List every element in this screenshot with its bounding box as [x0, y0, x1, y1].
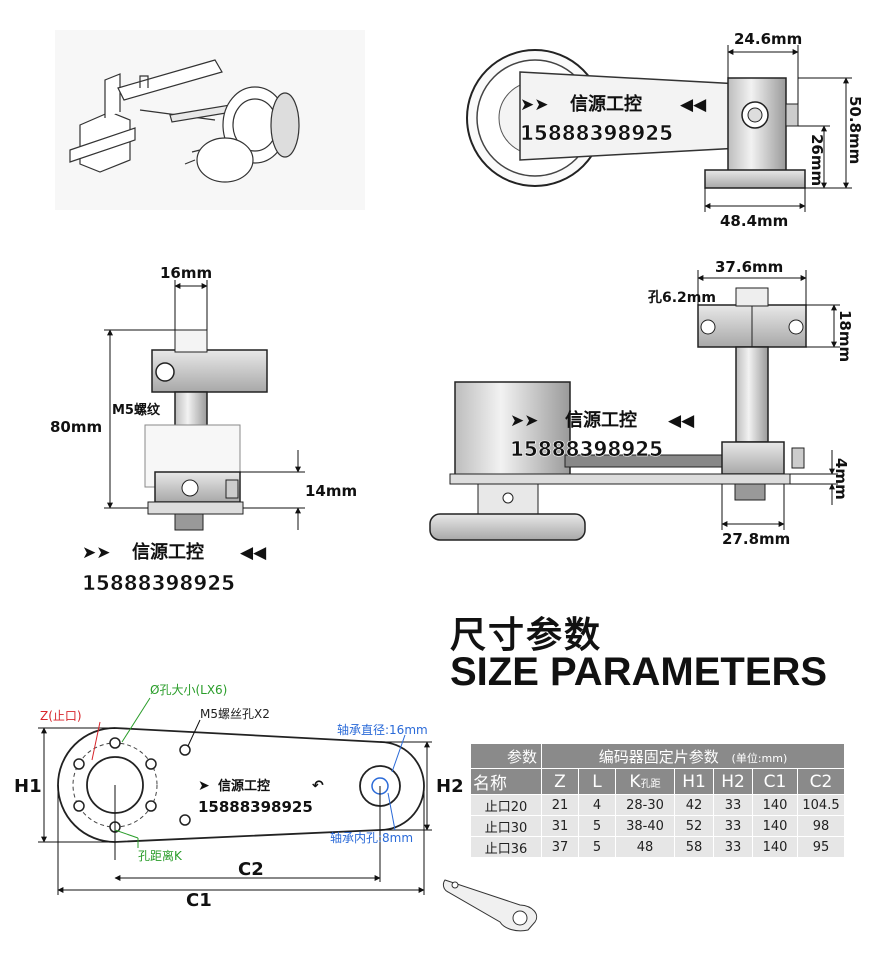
- side-view-top-right: 24.6mm 48.4mm 50.8mm 26mm: [466, 30, 864, 230]
- bracket-thumbnail: [442, 879, 538, 932]
- table-title-cell: 编码器固定片参数 (单位:mm): [541, 743, 845, 769]
- cell: 28-30: [615, 794, 675, 816]
- svg-text:◀◀: ◀◀: [240, 543, 267, 563]
- col-header: K孔距: [615, 768, 675, 795]
- svg-text:➤: ➤: [198, 778, 210, 794]
- col-header-k-sub: 孔距: [640, 778, 661, 790]
- cell: 52: [674, 815, 714, 837]
- svg-text:➤➤: ➤➤: [520, 95, 549, 115]
- cell: 38-40: [615, 815, 675, 837]
- cell: 33: [713, 836, 753, 858]
- cell: 33: [713, 794, 753, 816]
- svg-text:15888398925: 15888398925: [520, 121, 673, 145]
- dim-50-8: 50.8mm: [846, 96, 864, 164]
- svg-text:信源工控: 信源工控: [570, 93, 642, 115]
- dim-16: 16mm: [160, 264, 212, 282]
- svg-text:➤➤: ➤➤: [510, 411, 539, 431]
- table-unit: (单位:mm): [731, 751, 788, 765]
- col-header: C1: [752, 768, 798, 795]
- cell: 4: [578, 794, 616, 816]
- cell: 140: [752, 836, 798, 858]
- row-name: 止口30: [470, 815, 542, 837]
- cell: 104.5: [797, 794, 845, 816]
- label-m5-holes: M5螺丝孔X2: [200, 707, 270, 721]
- row-name: 止口36: [470, 836, 542, 858]
- svg-text:信源工控: 信源工控: [218, 778, 270, 794]
- watermark-mid-right: ➤➤ 信源工控 ◀◀ 15888398925: [510, 409, 695, 461]
- cell: 31: [541, 815, 579, 837]
- label-h1: H1: [14, 776, 42, 797]
- col-header-k: K: [629, 771, 641, 792]
- cell: 37: [541, 836, 579, 858]
- dim-18: 18mm: [836, 310, 854, 362]
- table-row: 止口20 21 4 28-30 42 33 140 104.5: [470, 794, 845, 816]
- label-hole-size: Ø孔大小(LX6): [150, 683, 227, 697]
- watermark-bracket: ➤ 信源工控 ↶ 15888398925: [198, 778, 324, 816]
- dim-27-8: 27.8mm: [722, 530, 790, 548]
- svg-text:◀◀: ◀◀: [680, 95, 707, 115]
- svg-text:↶: ↶: [312, 778, 324, 794]
- dim-26: 26mm: [808, 134, 826, 186]
- svg-text:信源工控: 信源工控: [565, 409, 637, 431]
- cell: 42: [674, 794, 714, 816]
- svg-text:15888398925: 15888398925: [82, 571, 235, 595]
- watermark-top-right: ➤➤ 信源工控 ◀◀ 15888398925: [520, 93, 707, 145]
- label-bearing-dia: 轴承直径:16mm: [337, 722, 428, 737]
- dim-24-6: 24.6mm: [734, 30, 802, 48]
- cell: 48: [615, 836, 675, 858]
- isometric-sketch: [55, 30, 365, 210]
- watermark-mid-left: ➤➤ 信源工控 ◀◀ 15888398925: [82, 541, 267, 595]
- cell: 58: [674, 836, 714, 858]
- table-title-row: 参数 编码器固定片参数 (单位:mm): [470, 743, 845, 769]
- svg-text:15888398925: 15888398925: [198, 798, 313, 816]
- dim-37-6: 37.6mm: [715, 258, 783, 276]
- title-english: SIZE PARAMETERS: [450, 650, 828, 694]
- table-title: 编码器固定片参数: [598, 747, 719, 766]
- svg-text:15888398925: 15888398925: [510, 437, 663, 461]
- cell: 5: [578, 815, 616, 837]
- dim-4: 4mm: [832, 458, 850, 500]
- label-h2: H2: [436, 776, 464, 797]
- bracket-plate-drawing: H1 H2 C2 C1 Z(止口) Ø孔大小(LX6) M5螺丝孔X2 轴承直径…: [14, 683, 464, 911]
- label-c1: C1: [186, 890, 212, 911]
- label-hole-distance: 孔距离K: [138, 848, 183, 863]
- svg-text:信源工控: 信源工控: [132, 541, 204, 563]
- cell: 33: [713, 815, 753, 837]
- col-header: H1: [674, 768, 714, 795]
- row-name: 止口20: [470, 794, 542, 816]
- dim-14: 14mm: [305, 482, 357, 500]
- svg-text:➤➤: ➤➤: [82, 543, 111, 563]
- note-m5-thread: M5螺纹: [112, 402, 161, 418]
- front-view-mid-left: 16mm 80mm 14mm M5螺纹: [50, 264, 357, 531]
- table-header-row: 名称 Z L K孔距 H1 H2 C1 C2: [470, 768, 845, 795]
- dim-48-4: 48.4mm: [720, 212, 788, 230]
- table-row: 止口36 37 5 48 58 33 140 95: [470, 836, 845, 858]
- cell: 21: [541, 794, 579, 816]
- label-z: Z(止口): [40, 709, 82, 723]
- svg-text:◀◀: ◀◀: [668, 411, 695, 431]
- col-header: H2: [713, 768, 753, 795]
- cell: 140: [752, 794, 798, 816]
- col-header: C2: [797, 768, 845, 795]
- note-hole-6-2: 孔6.2mm: [648, 290, 716, 306]
- dim-80: 80mm: [50, 418, 102, 436]
- corner-top: 参数: [470, 743, 542, 769]
- label-c2: C2: [238, 859, 264, 880]
- corner-bottom: 名称: [470, 768, 542, 795]
- label-bearing-inner: 轴承内孔:8mm: [330, 830, 413, 845]
- title-chinese: 尺寸参数: [450, 615, 603, 656]
- cell: 140: [752, 815, 798, 837]
- table-row: 止口30 31 5 38-40 52 33 140 98: [470, 815, 845, 837]
- cell: 5: [578, 836, 616, 858]
- cell: 98: [797, 815, 845, 837]
- side-view-mid-right: 37.6mm 孔6.2mm 18mm 4mm 27.8mm: [429, 258, 854, 548]
- col-header: Z: [541, 768, 579, 795]
- col-header: L: [578, 768, 616, 795]
- cell: 95: [797, 836, 845, 858]
- params-table: 参数 编码器固定片参数 (单位:mm) 名称 Z L K孔距 H1 H2 C1 …: [470, 743, 845, 858]
